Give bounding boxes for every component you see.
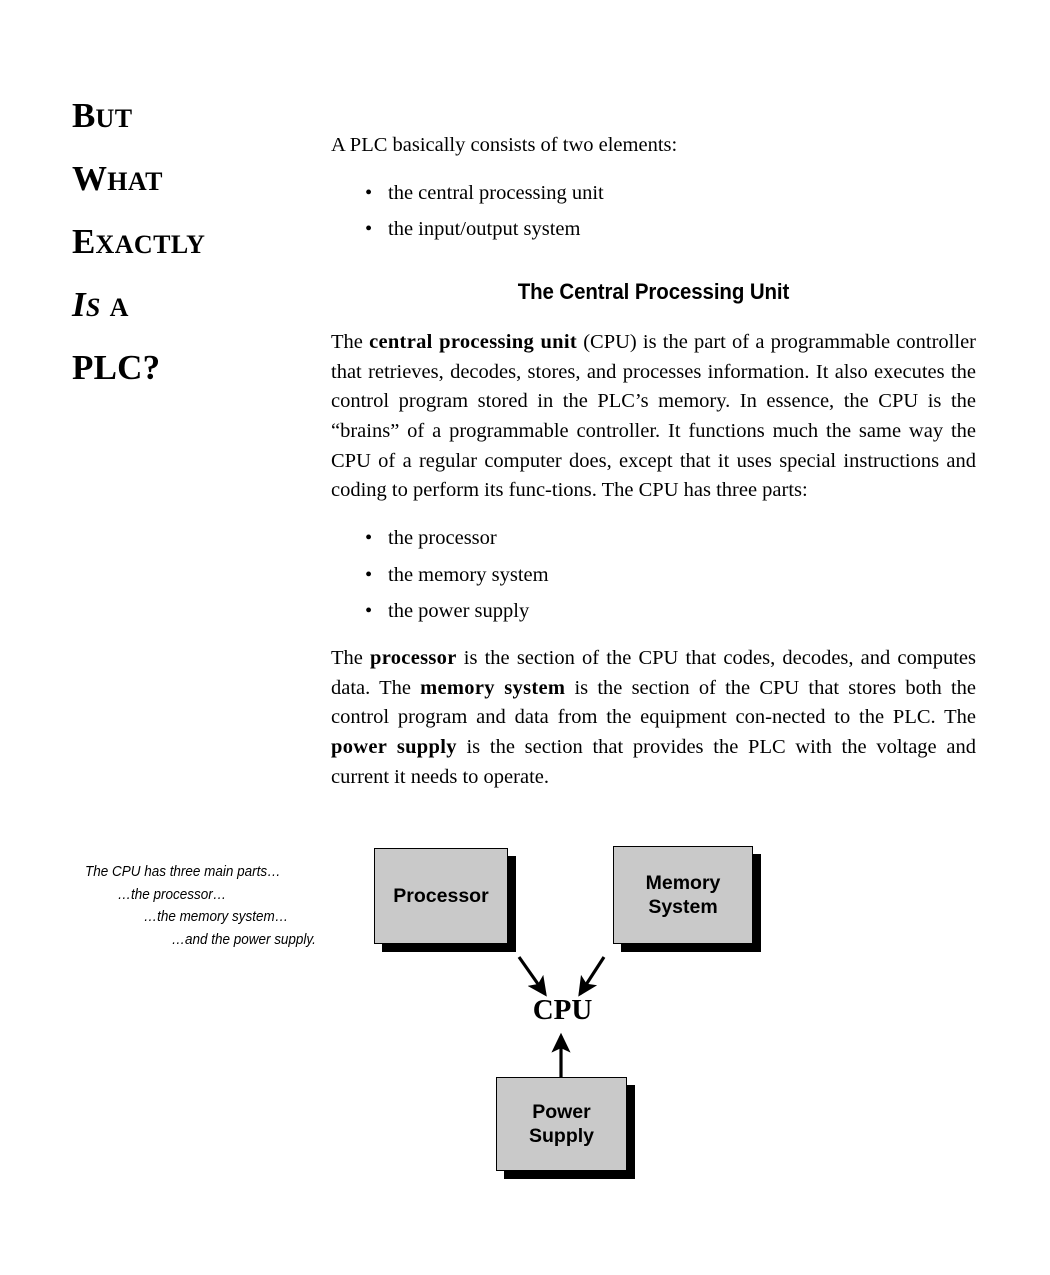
- parts-paragraph-seg1-lead: The: [331, 647, 371, 670]
- chapter-title-line-3: Exactly: [72, 212, 322, 275]
- processor-box-label: Processor: [393, 885, 489, 907]
- chapter-title-line-3-rest: xactly: [95, 230, 206, 259]
- margin-note: The CPU has three main parts… …the proce…: [85, 861, 322, 951]
- margin-note-line-3: …the memory system…: [143, 909, 289, 925]
- margin-note-line-2: …the processor…: [117, 886, 227, 903]
- elements-bullet-list: • the central processing unit • the input/…: [331, 175, 976, 249]
- processor-box[interactable]: Processor: [374, 848, 508, 944]
- chapter-title-line-4: Is A: [72, 275, 322, 338]
- list-item: • the memory system: [331, 557, 976, 594]
- chapter-title-line-1-initial: B: [72, 96, 96, 135]
- memory-system-box-label-line-1: Memory: [645, 872, 721, 894]
- parts-paragraph-seg2: is the section of the CPU that codes, de…: [331, 647, 976, 699]
- cpu-parts-bullet-list: • the processor • the memory system • the p…: [331, 520, 976, 630]
- margin-note-line-4: …and the power supply.: [171, 931, 316, 948]
- intro-paragraph: A PLC basically consists of two elements…: [331, 134, 678, 156]
- list-item-label: the power supply: [388, 600, 530, 623]
- chapter-title-line-2: What: [72, 149, 322, 212]
- cpu-paragraph-rest: (CPU) is the part of a programmable cont…: [331, 331, 977, 502]
- chapter-title-line-4-initial: I: [72, 285, 86, 324]
- margin-note-line-1: The CPU has three main parts…: [85, 864, 281, 880]
- chapter-title-line-4-rest: s: [85, 293, 101, 322]
- parts-paragraph: The processor is the section of the CPU …: [331, 644, 976, 792]
- chapter-title-line-3-initial: E: [72, 222, 96, 261]
- cpu-paragraph-bold-term: central processing unit: [369, 331, 578, 354]
- cpu-paragraph-lead: The: [331, 331, 370, 354]
- memory-system-box-label-line-2: System: [648, 896, 718, 918]
- bullet-icon: •: [365, 600, 373, 623]
- bullet-icon: •: [365, 218, 373, 241]
- parts-paragraph-bold-memory-system: memory system: [420, 676, 566, 699]
- list-item-label: the processor: [388, 526, 497, 549]
- list-item: • the power supply: [331, 593, 976, 630]
- chapter-title-line-5-text: PLC?: [72, 348, 161, 387]
- power-supply-box-label-line-1: Power: [532, 1101, 591, 1123]
- bullet-icon: •: [365, 563, 373, 586]
- list-item-label: the memory system: [388, 563, 549, 586]
- chapter-title-line-4-suffix: A: [109, 293, 129, 322]
- list-item-label: the input/output system: [388, 218, 581, 241]
- section-heading: The Central Processing Unit: [517, 279, 790, 305]
- chapter-title-line-5: PLC?: [72, 338, 322, 398]
- list-item: • the central processing unit: [331, 175, 976, 212]
- bullet-icon: •: [365, 526, 373, 549]
- parts-paragraph-bold-processor: processor: [370, 647, 457, 670]
- cpu-label: CPU: [532, 994, 593, 1026]
- bullet-icon: •: [365, 181, 373, 204]
- chapter-title-line-2-rest: hat: [107, 167, 163, 196]
- parts-paragraph-bold-power-supply: power supply: [331, 735, 457, 758]
- list-item-label: the central processing unit: [388, 181, 604, 204]
- body-column: A PLC basically consists of two elements…: [331, 131, 976, 792]
- parts-paragraph-seg6: is the section that provides the PLC wit…: [331, 735, 976, 788]
- arrow-memory-to-cpu: [578, 956, 606, 997]
- parts-paragraph-seg4: is the section of the CPU that stores bo…: [331, 676, 976, 729]
- chapter-title: But What Exactly Is A PLC?: [72, 86, 322, 398]
- cpu-paragraph: The central processing unit (CPU) is the…: [331, 328, 976, 506]
- list-item: • the input/output system: [331, 211, 976, 248]
- power-supply-box-label-line-2: Supply: [528, 1125, 594, 1147]
- list-item: • the processor: [331, 520, 976, 557]
- chapter-title-line-1-rest: ut: [95, 104, 133, 133]
- chapter-title-line-1: But: [72, 86, 322, 149]
- chapter-title-line-2-initial: W: [72, 159, 108, 198]
- arrow-processor-to-cpu: [517, 956, 547, 997]
